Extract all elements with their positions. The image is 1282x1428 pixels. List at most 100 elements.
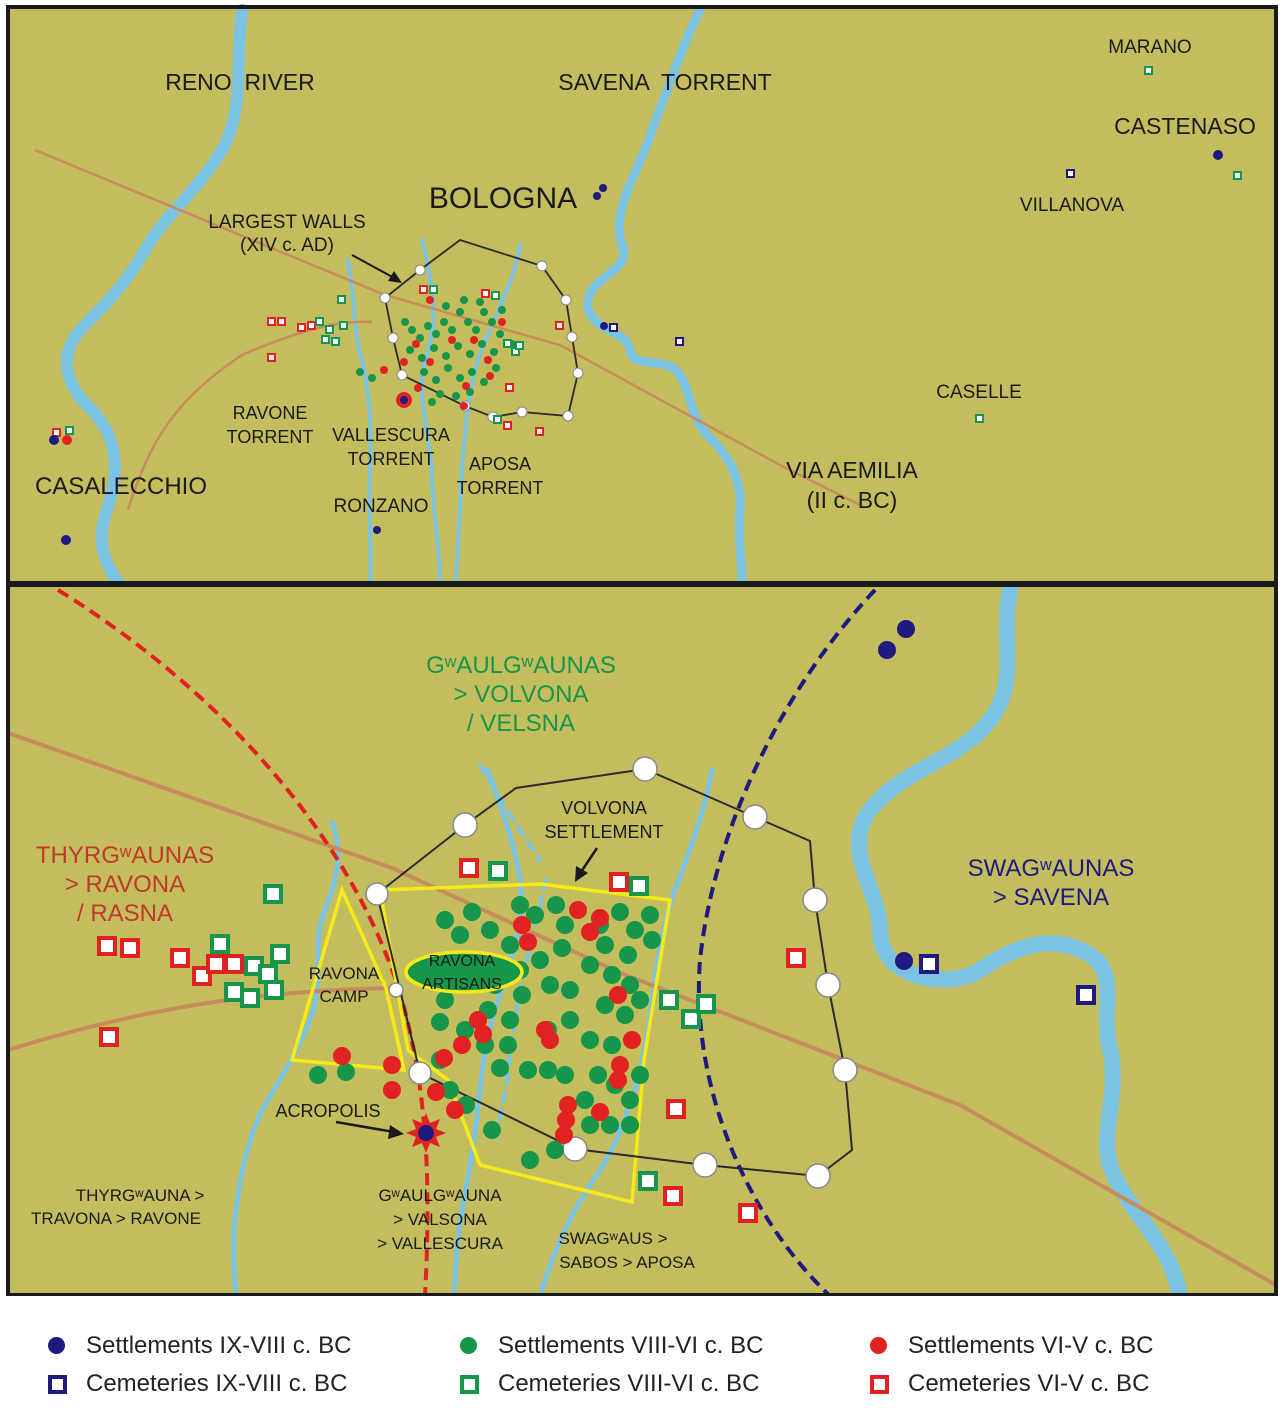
thyrgaunas-line1: THYRGʷAUNAS (36, 842, 214, 869)
gw-volvona-line1: GʷAULGʷAUNAS (426, 652, 616, 679)
bottom-cemeteries-late (97, 858, 806, 1223)
legend-label: Settlements VI-V c. BC (908, 1332, 1154, 1359)
casalecchio-late-dot (62, 435, 72, 445)
volvona-settlement-line2: SETTLEMENT (544, 822, 663, 842)
swagaunas-line1: SWAGʷAUNAS (968, 855, 1135, 882)
savena-torrent-label: SAVENA TORRENT (558, 69, 771, 95)
top-cemeteries-middle (65, 66, 1242, 435)
legend-dot-red-icon (866, 1333, 892, 1359)
bottom-cemeteries-early (919, 954, 1096, 1005)
legend-dot-navy-icon (44, 1333, 70, 1359)
legend-label: Cemeteries IX-VIII c. BC (86, 1370, 348, 1397)
vallescura-torrent-label-line1: VALLESCURA (332, 425, 450, 445)
walls-arrow-head (388, 271, 402, 283)
ravone-stream-bottom (231, 819, 341, 1296)
wall-gates-bottom (365, 756, 858, 1189)
top-walls (351, 239, 584, 423)
aposa-torrent-label-line2: TORRENT (457, 478, 544, 498)
villanova-label: VILLANOVA (1020, 195, 1125, 216)
thyrgauna-small-line2: TRAVONA > RAVONE (31, 1209, 201, 1228)
vallescura-dash-upper (478, 763, 542, 862)
via-aemilia (34, 148, 861, 507)
walls-arrow (351, 254, 397, 280)
marano-label: MARANO (1108, 37, 1191, 58)
bottom-panel-frame (6, 583, 1278, 1296)
acropolis-arrow (335, 1120, 395, 1134)
walls-label-line2: (XIV c. AD) (240, 235, 334, 256)
volvona-settlement-zone (377, 882, 673, 1205)
savena-river-bottom (850, 582, 1188, 1296)
gw-volvona-line2: > VOLVONA (454, 681, 589, 708)
west-road-bottom (7, 986, 399, 1052)
top-cemeteries-late (52, 285, 564, 437)
thyrgauna-small-line1: THYRGʷAUNA > (76, 1186, 205, 1205)
walls-label-line1: LARGEST WALLS (208, 212, 365, 233)
legend-label: Cemeteries VI-V c. BC (908, 1370, 1150, 1397)
gwaulgauna-small-line1: GʷAULGʷAUNA (378, 1186, 502, 1205)
legend-cemeteries-middle: Cemeteries VIII-VI c. BC (456, 1368, 759, 1400)
legend-label: Cemeteries VIII-VI c. BC (498, 1370, 760, 1397)
swagaunas-line2: > SAVENA (993, 884, 1109, 911)
top-labels: RENO RIVER SAVENA TORRENT MARANO CASTENA… (35, 37, 1256, 517)
legend-square-navy-icon (44, 1371, 70, 1397)
top-settlements-early (49, 150, 1223, 545)
acropolis-marker-top (396, 392, 412, 408)
bottom-walls (365, 756, 858, 1189)
acropolis-arrow-head (388, 1125, 404, 1139)
legend-square-red-icon (866, 1371, 892, 1397)
ravone-torrent-label-line2: TORRENT (227, 427, 314, 447)
bottom-panel: GʷAULGʷAUNAS > VOLVONA / VELSNA VOLVONA … (7, 582, 1277, 1296)
castenaso-label: CASTENASO (1114, 113, 1256, 139)
top-panel-land (8, 7, 1276, 583)
gwaulgauna-small-line3: > VALLESCURA (377, 1234, 503, 1253)
reno-river (61, 4, 248, 588)
savena-torrent (583, 5, 747, 587)
top-cemeteries-early (609, 169, 1075, 346)
volvona-arrow (579, 847, 599, 873)
casalecchio-label: CASALECCHIO (35, 473, 207, 500)
thyrgaunas-line2: > RAVONA (65, 871, 185, 898)
bologna-label: BOLOGNA (429, 182, 577, 215)
ravona-camp-zone (289, 884, 407, 1072)
thyrgaunas-line3: / RASNA (77, 900, 173, 927)
top-roads (34, 148, 861, 511)
top-settlements-late (380, 296, 506, 410)
acropolis-star (406, 1113, 446, 1153)
legend-cemeteries-late: Cemeteries VI-V c. BC (866, 1368, 1149, 1400)
legend-square-green-icon (456, 1371, 482, 1397)
legend-settlements-late: Settlements VI-V c. BC (866, 1330, 1153, 1362)
yellow-zones (289, 882, 673, 1205)
legend-label: Settlements VIII-VI c. BC (498, 1332, 764, 1359)
ravona-camp-line1: RAVONA (309, 964, 380, 983)
legend-dot-green-icon (456, 1333, 482, 1359)
ravona-artisans-oval (404, 950, 524, 994)
gwaulgauna-small-line2: > VALSONA (393, 1210, 487, 1229)
ravone-torrent-label-line1: RAVONE (233, 403, 308, 423)
gw-volvona-line3: / VELSNA (467, 710, 575, 737)
reno-river-label: RENO RIVER (165, 69, 315, 95)
ravona-camp-line2: CAMP (319, 987, 368, 1006)
swagaus-small-line2: SABOS > APOSA (559, 1253, 695, 1272)
top-panel: RENO RIVER SAVENA TORRENT MARANO CASTENA… (8, 4, 1276, 588)
map-legend: Settlements IX-VIII c. BC Settlements VI… (0, 1296, 1282, 1428)
bottom-settlements-early (878, 620, 915, 970)
vallescura-torrent-label-line2: TORRENT (348, 449, 435, 469)
acropolis-label: ACROPOLIS (275, 1101, 380, 1121)
aposa-torrent-label-line1: APOSA (469, 454, 531, 474)
ravona-artisans-line1: RAVONA (429, 953, 496, 970)
volvona-settlement-line1: VOLVONA (561, 798, 647, 818)
west-road (126, 320, 373, 511)
legend-settlements-middle: Settlements VIII-VI c. BC (456, 1330, 763, 1362)
legend-settlements-early: Settlements IX-VIII c. BC (44, 1330, 351, 1362)
top-settlements-middle (356, 296, 516, 406)
blue-boundary (697, 588, 877, 1296)
legend-cemeteries-early: Cemeteries IX-VIII c. BC (44, 1368, 347, 1400)
legend-label: Settlements IX-VIII c. BC (86, 1332, 352, 1359)
via-aemilia-label-line1: VIA AEMILIA (786, 457, 918, 483)
swagaus-small-line1: SWAGʷAUS > (558, 1229, 667, 1248)
caselle-label: CASELLE (936, 382, 1022, 403)
red-boundary (56, 588, 430, 1296)
archaeological-map: RENO RIVER SAVENA TORRENT MARANO CASTENA… (6, 4, 1278, 1296)
ravona-artisans-line2: ARTISANS (422, 976, 502, 993)
bottom-settlements-late (333, 901, 641, 1144)
